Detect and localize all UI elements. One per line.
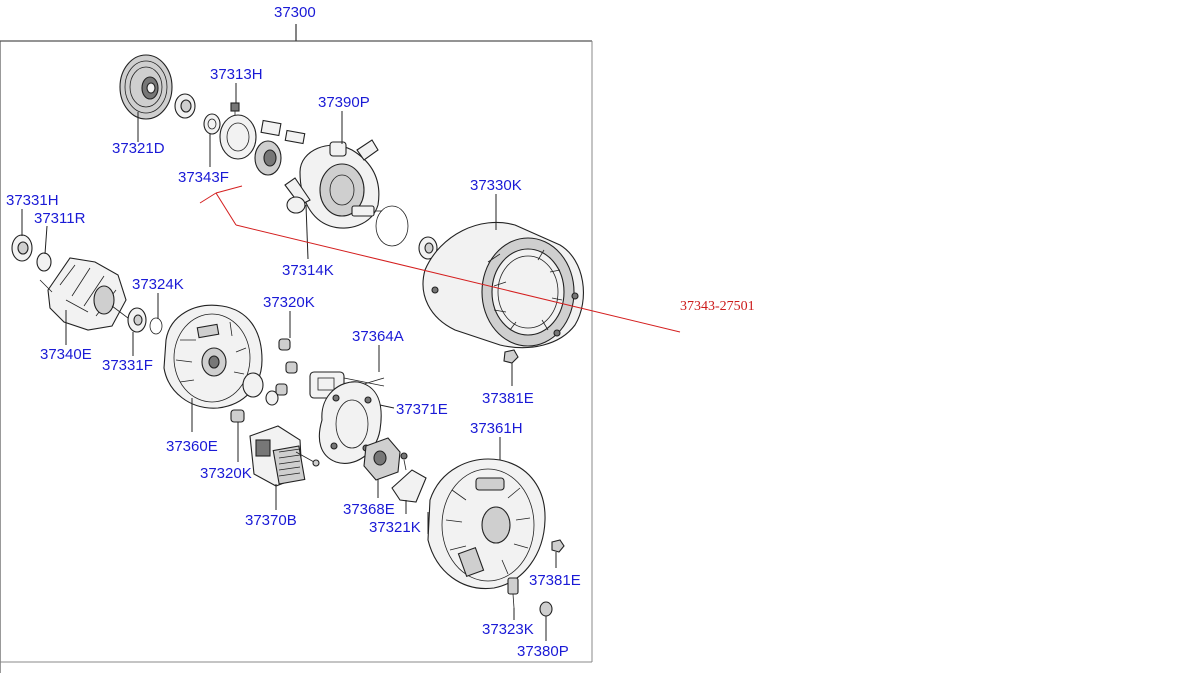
- small-washer-part: [265, 390, 279, 406]
- label-37381e-bottom: 37381E: [529, 572, 581, 589]
- seal-part: [36, 252, 52, 272]
- label-37364a: 37364A: [352, 328, 404, 345]
- label-37330k: 37330K: [470, 177, 522, 194]
- label-37368e: 37368E: [343, 501, 395, 518]
- gasket-parts: [260, 119, 306, 145]
- label-37323k: 37323K: [482, 621, 534, 638]
- label-37340e: 37340E: [40, 346, 92, 363]
- label-37361h: 37361H: [470, 420, 523, 437]
- label-37320k-bottom: 37320K: [200, 465, 252, 482]
- bushing-part-bottom: [230, 409, 245, 423]
- label-37371e: 37371E: [396, 401, 448, 418]
- label-37311r: 37311R: [34, 210, 86, 227]
- label-37321d: 37321D: [112, 140, 165, 157]
- label-37370b: 37370B: [245, 512, 297, 529]
- label-37314k: 37314K: [282, 262, 334, 279]
- diagram-frame: [0, 24, 593, 673]
- label-37360e: 37360E: [166, 438, 218, 455]
- label-37321k: 37321K: [369, 519, 421, 536]
- assembly-number: 37300: [274, 4, 316, 21]
- vacuum-pump-part: [284, 139, 382, 229]
- coupling-part: [254, 140, 282, 176]
- nut-part-top: [503, 349, 519, 364]
- rear-bearing-part: [11, 234, 33, 262]
- bearing-part: [418, 236, 438, 260]
- label-37320k-top: 37320K: [263, 294, 315, 311]
- label-37343f: 37343F: [178, 169, 229, 186]
- label-37313h: 37313H: [210, 66, 263, 83]
- bushing-parts-top: [275, 338, 298, 396]
- leader-lines: [21, 83, 557, 641]
- label-37331h: 37331H: [6, 192, 59, 209]
- rectifier-part: [318, 381, 382, 464]
- label-37324k: 37324K: [132, 276, 184, 293]
- rotor-part: [39, 257, 129, 331]
- stator-housing-part: [422, 221, 584, 349]
- front-bearing-part: [174, 93, 196, 119]
- rear-housing-part: [163, 304, 263, 409]
- label-37381e-top: 37381E: [482, 390, 534, 407]
- voltage-regulator-part: [249, 425, 320, 487]
- clip-part: [507, 577, 519, 609]
- rear-cover-part: [427, 458, 546, 590]
- callout-part-number: 37343-27501: [680, 299, 755, 314]
- label-37331f: 37331F: [102, 357, 153, 374]
- o-ring-part: [375, 205, 409, 247]
- part-labels: 37321D 37313H 37390P 37343F 37330K 37331…: [6, 66, 581, 660]
- retainer-plate-part: [219, 114, 257, 160]
- callout-line: [199, 185, 681, 333]
- cap-nut-part: [539, 601, 553, 617]
- label-37390p: 37390P: [318, 94, 370, 111]
- pulley-part: [119, 54, 173, 120]
- cover-piece-part: [391, 452, 427, 503]
- label-37380p: 37380P: [517, 643, 569, 660]
- terminal-part: [363, 437, 401, 481]
- washer-part: [203, 113, 221, 135]
- rotor-bearing-part: [127, 307, 147, 333]
- spring-ring-part: [149, 317, 163, 335]
- nut-part-bottom: [551, 539, 565, 553]
- insulator-ring-part: [242, 372, 264, 398]
